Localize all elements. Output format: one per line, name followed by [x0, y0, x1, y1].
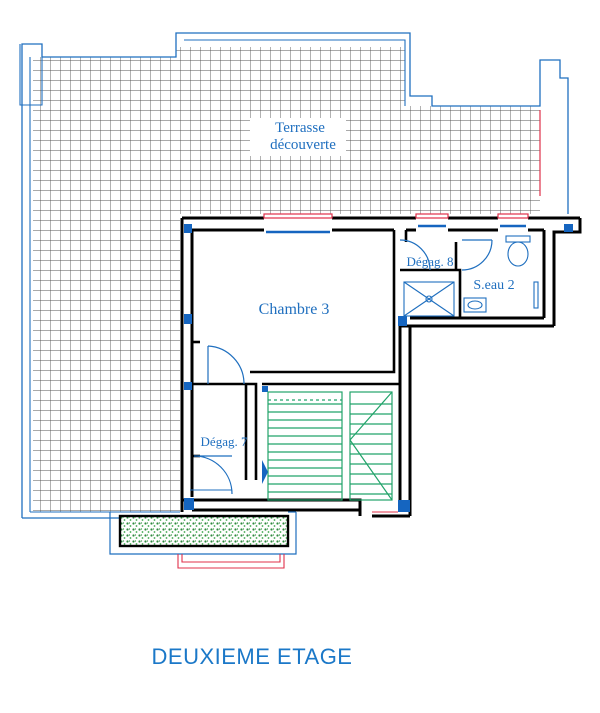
columns — [184, 224, 573, 512]
exterior-walls — [180, 216, 582, 518]
terrace-outline-inner — [19, 39, 406, 512]
interior-walls — [192, 230, 462, 500]
balcony — [109, 511, 398, 569]
planter-grass — [118, 514, 290, 548]
windows-top — [266, 224, 526, 234]
room-degag-8: Dégag. 8 — [407, 254, 454, 269]
stair-arrow — [262, 460, 268, 484]
door-swings — [193, 239, 493, 495]
staircase — [267, 391, 393, 501]
room-seau-2: S.eau 2 — [473, 278, 514, 293]
terrace-label-mask — [250, 118, 346, 156]
toilet-bowl — [507, 241, 529, 267]
shower — [403, 281, 455, 317]
windows-top-red — [263, 213, 529, 219]
plan-title: DEUXIEME ETAGE — [152, 644, 353, 669]
toilet-tank — [505, 235, 531, 243]
terrace-label-line1: Terrasse — [275, 120, 325, 136]
terrace-tiles — [33, 47, 540, 512]
terrace-area — [19, 32, 569, 519]
room-chambre-3: Chambre 3 — [259, 301, 330, 318]
terrace-outline — [21, 32, 569, 518]
room-degag-7: Dégag. 7 — [201, 434, 248, 449]
sink — [463, 297, 487, 313]
terrace-label-line2: découverte — [270, 137, 336, 153]
bathroom-fixtures — [403, 235, 539, 317]
